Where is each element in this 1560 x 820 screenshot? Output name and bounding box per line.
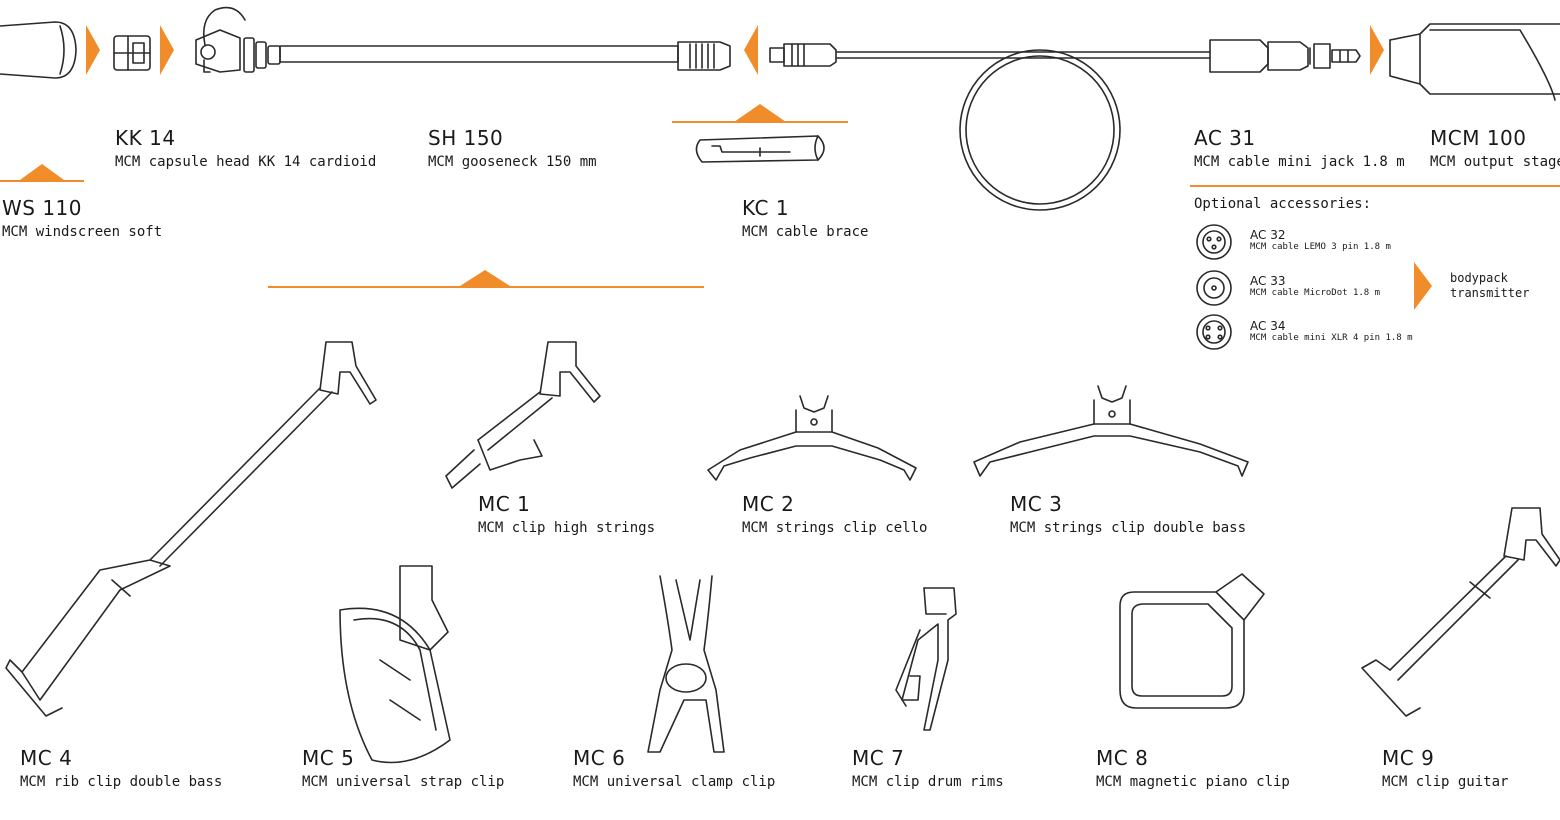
clip-mc3-illustration [973,385,1249,477]
up-triangle-icon [20,164,64,180]
ac32-code: AC 32 [1250,228,1286,242]
bodypack-line2: transmitter [1450,286,1530,300]
ac31-code: AC 31 [1194,126,1256,150]
clip-mc8-illustration [1119,573,1265,709]
microdot-connector-icon [1196,270,1232,306]
windscreen-ws110-illustration [0,21,77,79]
kk14-label: KK 14 MCM capsule head KK 14 cardioid [115,128,376,169]
clip-mc4-illustration [5,341,377,717]
mcm100-label: MCM 100 MCM output stage [1430,128,1560,169]
ac34-name: MCM cable mini XLR 4 pin 1.8 m [1250,333,1413,343]
mc5-label: MC 5 MCM universal strap clip [302,748,504,789]
ac34-code: AC 34 [1250,319,1286,333]
kc1-name: MCM cable brace [742,224,869,240]
kk14-code: KK 14 [115,126,176,150]
cable-ac31-illustration [769,39,1361,211]
arrow-right-icon [1414,262,1432,310]
mc8-name: MCM magnetic piano clip [1096,774,1290,790]
ac34-label: AC 34 MCM cable mini XLR 4 pin 1.8 m [1250,320,1413,343]
mcm100-name: MCM output stage [1430,154,1560,170]
ws110-name: MCM windscreen soft [2,224,163,240]
arrow-right-icon [160,25,174,75]
ws110-code: WS 110 [2,196,83,220]
mc1-code: MC 1 [478,492,531,516]
mc6-code: MC 6 [573,746,626,770]
capsule-kk14-illustration [113,35,151,71]
sh150-code: SH 150 [428,126,504,150]
cable-brace-kc1-illustration [695,135,825,163]
ac33-code: AC 33 [1250,274,1286,288]
sh150-name: MCM gooseneck 150 mm [428,154,597,170]
mc1-label: MC 1 MCM clip high strings [478,494,655,535]
mc7-name: MCM clip drum rims [852,774,1004,790]
mc3-name: MCM strings clip double bass [1010,520,1247,536]
mc5-code: MC 5 [302,746,355,770]
mc7-code: MC 7 [852,746,905,770]
mc3-label: MC 3 MCM strings clip double bass [1010,494,1246,535]
up-triangle-icon [460,270,510,286]
mc4-name: MCM rib clip double bass [20,774,223,790]
mc2-label: MC 2 MCM strings clip cello [742,494,927,535]
ac31-label: AC 31 MCM cable mini jack 1.8 m [1194,128,1405,169]
mc9-code: MC 9 [1382,746,1435,770]
mc7-label: MC 7 MCM clip drum rims [852,748,1004,789]
kc1-code: KC 1 [742,196,790,220]
mc8-label: MC 8 MCM magnetic piano clip [1096,748,1290,789]
sh150-label: SH 150 MCM gooseneck 150 mm [428,128,597,169]
output-stage-mcm100-illustration [1389,23,1560,101]
mc2-code: MC 2 [742,492,795,516]
ac31-name: MCM cable mini jack 1.8 m [1194,154,1405,170]
mini-xlr-connector-icon [1196,314,1232,350]
mc3-code: MC 3 [1010,492,1063,516]
mc8-code: MC 8 [1096,746,1149,770]
ac32-name: MCM cable LEMO 3 pin 1.8 m [1250,242,1391,252]
ac33-label: AC 33 MCM cable MicroDot 1.8 m [1250,275,1380,298]
clip-mc2-illustration [707,395,917,481]
gooseneck-sh150-illustration [195,6,731,73]
up-triangle-icon [734,104,786,122]
mc9-name: MCM clip guitar [1382,774,1509,790]
clip-mc1-illustration [445,341,601,489]
ac32-label: AC 32 MCM cable LEMO 3 pin 1.8 m [1250,229,1391,252]
mcm100-code: MCM 100 [1430,126,1527,150]
ac33-name: MCM cable MicroDot 1.8 m [1250,288,1381,298]
clip-mc7-illustration [895,587,957,731]
bodypack-transmitter-label: bodypack transmitter [1450,271,1529,301]
bodypack-line1: bodypack [1450,271,1508,285]
mc9-label: MC 9 MCM clip guitar [1382,748,1508,789]
clip-mc9-illustration [1361,507,1560,717]
kk14-name: MCM capsule head KK 14 cardioid [115,154,377,170]
mc4-code: MC 4 [20,746,73,770]
mc5-name: MCM universal strap clip [302,774,505,790]
clip-mc5-illustration [339,565,451,764]
kc1-label: KC 1 MCM cable brace [742,198,868,239]
optional-accessories-heading: Optional accessories: [1194,196,1372,212]
orange-accents [20,25,1432,310]
arrow-right-icon [86,25,100,75]
ws110-label: WS 110 MCM windscreen soft [2,198,162,239]
mc6-name: MCM universal clamp clip [573,774,776,790]
clip-mc6-illustration [647,575,725,753]
lemo-connector-icon [1196,224,1232,260]
mc6-label: MC 6 MCM universal clamp clip [573,748,775,789]
mc1-name: MCM clip high strings [478,520,656,536]
mc4-label: MC 4 MCM rib clip double bass [20,748,222,789]
arrow-left-icon [744,25,758,75]
arrow-right-icon [1370,25,1384,75]
mc2-name: MCM strings clip cello [742,520,928,536]
